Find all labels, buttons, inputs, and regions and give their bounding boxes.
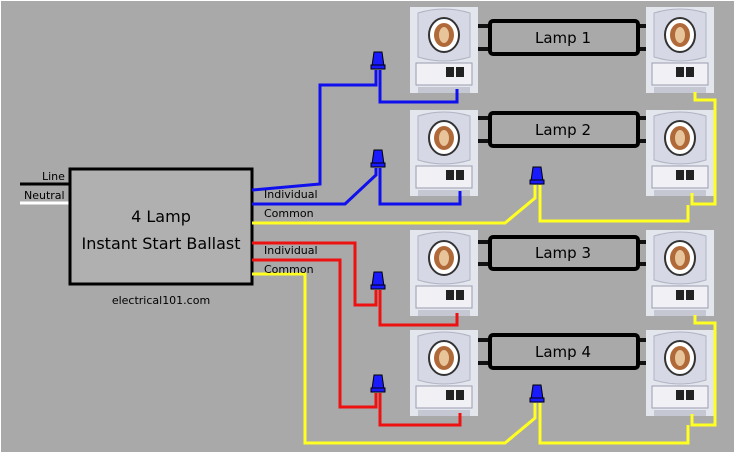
line-label: Line [42,170,65,183]
lamp-4-right-socket [645,329,715,417]
lamp-4-label: Lamp 4 [535,343,591,361]
lamp-tubes [478,19,650,370]
blue-common-label: Common [264,207,314,220]
right-jumper-wires [690,92,717,427]
neutral-label: Neutral [24,189,65,202]
lamp-2-tube [488,111,640,148]
red-individual-label: Individual [264,244,318,257]
credit-text: electrical101.com [112,294,210,307]
lamp-3-label: Lamp 3 [535,244,591,262]
red-individual-wires [252,241,462,427]
lamp-1-label: Lamp 1 [535,29,591,47]
lamp-3-tube [488,235,640,271]
ballast-subtitle: Instant Start Ballast [81,234,240,253]
lamp-1-left-socket [409,6,479,94]
lamp-2-label: Lamp 2 [535,121,591,139]
red-common-label: Common [264,263,314,276]
lamp-3-left-socket [409,229,479,317]
blue-individual-label: Individual [264,188,318,201]
input-wires [20,182,70,205]
lamp-1-right-socket [645,6,715,94]
ballast-box [68,167,254,286]
lamp-4-tube [488,333,640,370]
lamp-3-right-socket [645,229,715,317]
lamp-2-right-socket [645,109,715,197]
lamp-4-left-socket [409,329,479,417]
ballast-title: 4 Lamp [131,207,191,226]
lamp-2-left-socket [409,109,479,197]
lamp-1-tube [488,19,640,56]
blue-individual-wires [251,70,462,206]
yellow-common-wires [252,185,690,445]
